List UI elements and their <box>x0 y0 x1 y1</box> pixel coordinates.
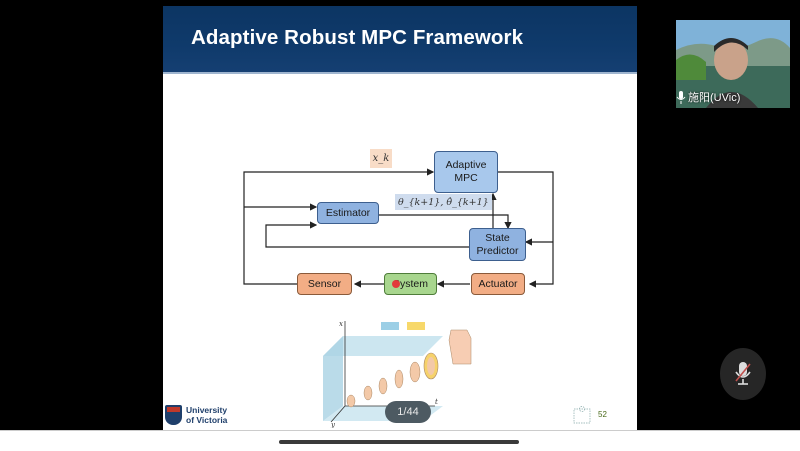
actuator-block: Actuator <box>471 273 525 295</box>
estimator-block: Estimator <box>317 202 379 224</box>
logo-line1: University <box>186 405 228 415</box>
pid-icon <box>573 406 591 424</box>
home-indicator[interactable] <box>279 440 519 444</box>
state-signal-label: x_k <box>370 149 392 168</box>
mute-toggle-button[interactable] <box>720 348 766 400</box>
bottom-bar <box>0 430 800 451</box>
adaptive-mpc-line2: MPC <box>454 172 478 184</box>
laser-pointer <box>392 280 400 288</box>
shield-icon <box>165 405 182 425</box>
adaptive-mpc-line1: Adaptive <box>445 159 487 171</box>
block-diagram-wiring <box>243 168 554 288</box>
axis-t-label: t <box>435 398 438 406</box>
wire-estimator-to-predictor <box>379 214 512 230</box>
wire-sensor-to-mpc <box>243 168 435 285</box>
system-block: System <box>384 273 437 295</box>
page-counter-overlay[interactable]: 1/44 <box>385 401 431 423</box>
axis-x-label: x <box>339 320 343 328</box>
participant-name-label: 施阳(UVic) <box>676 89 740 105</box>
slide-page-number: 52 <box>598 410 607 419</box>
participant-video <box>676 20 790 108</box>
participant-name: 施阳(UVic) <box>688 92 741 104</box>
parameter-signal-label: θ_{k+1}, θ̂_{k+1} <box>395 194 492 210</box>
microphone-muted-icon <box>735 362 751 385</box>
wire-mpc-to-rail <box>498 171 554 288</box>
state-predictor-line2: Predictor <box>476 244 519 257</box>
wire-predictor-to-estimator <box>265 221 469 248</box>
presentation-slide: Adaptive Robust MPC Framework x_k Adapti… <box>163 6 637 430</box>
slide-header: Adaptive Robust MPC Framework <box>163 6 637 74</box>
logo-line2: of Victoria <box>186 415 228 425</box>
state-predictor-line1: State <box>485 231 510 244</box>
axis-y-label: y <box>330 421 336 428</box>
sensor-block: Sensor <box>297 273 352 295</box>
slide-title: Adaptive Robust MPC Framework <box>191 26 524 49</box>
university-logo: University of Victoria <box>165 405 227 425</box>
participant-video-tile[interactable]: 施阳(UVic) <box>676 20 790 108</box>
microphone-icon <box>676 90 686 104</box>
